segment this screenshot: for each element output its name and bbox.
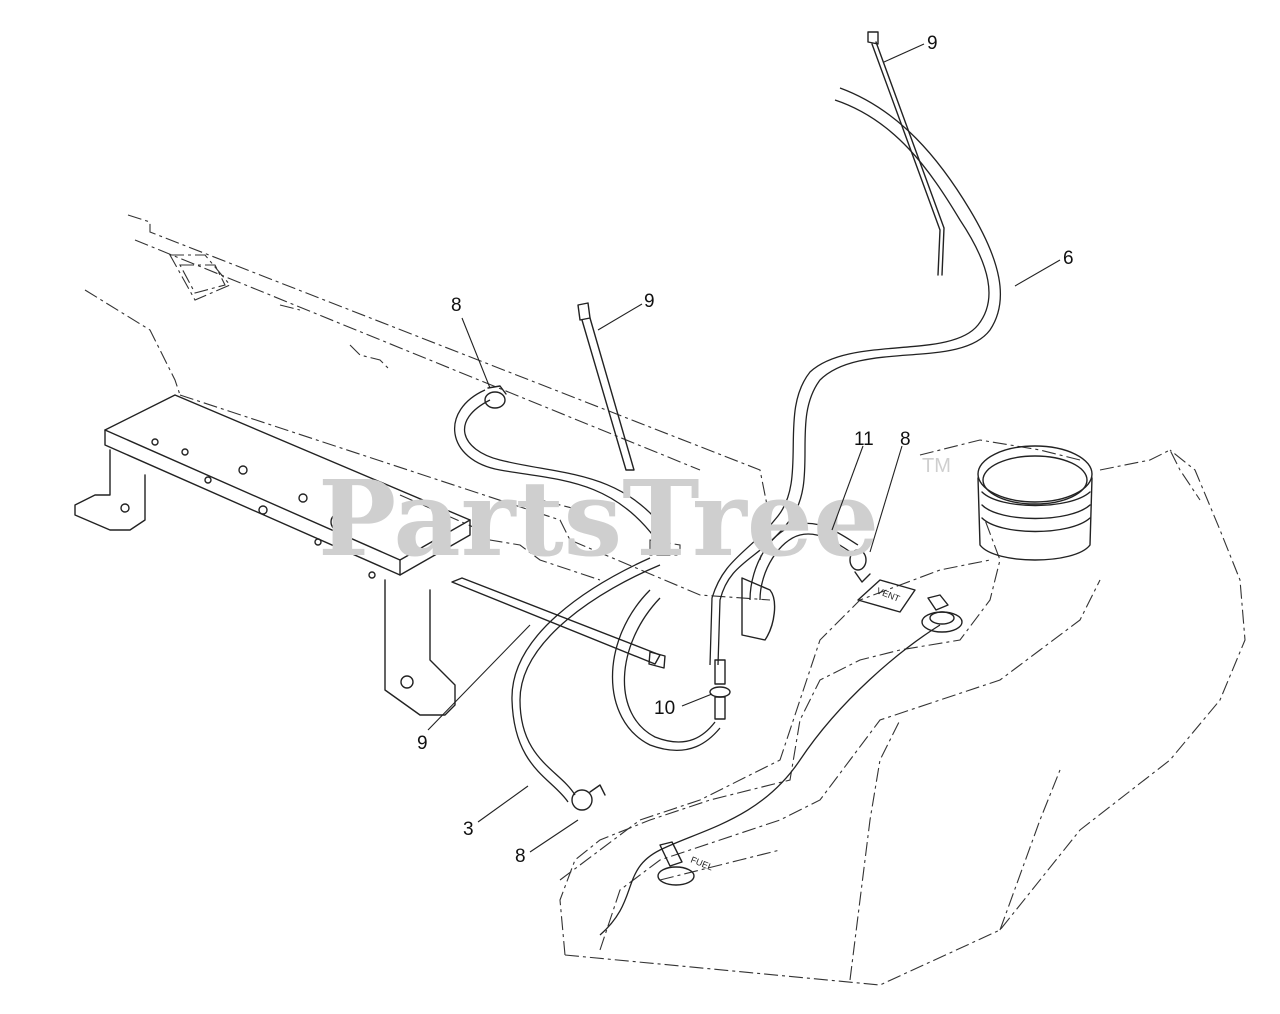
fuel-line: [599, 624, 941, 936]
cable-tie-lower: [451, 577, 666, 669]
hose-3: [511, 557, 661, 803]
hose-clamp-lower: [571, 784, 606, 811]
vent-label: VENT: [875, 586, 901, 604]
hose-upper-left: [453, 389, 666, 539]
leader-lines: [427, 43, 1061, 853]
callout-8-right: 8: [900, 429, 911, 450]
mounting-bracket: [74, 394, 471, 716]
callout-11: 11: [854, 429, 874, 450]
hose-clamp-right: [849, 549, 871, 583]
watermark-trademark: TM: [922, 455, 951, 477]
hose-lower: [612, 589, 721, 751]
inline-fitting: [709, 659, 731, 720]
callout-labels: 9 6 8 9 11 8 10 9 3 8: [417, 33, 1074, 867]
hose-clamp-upper: [484, 385, 507, 409]
callout-10: 10: [654, 698, 675, 719]
watermark-text: PartsTree: [318, 457, 879, 580]
callout-8-upper: 8: [451, 295, 462, 316]
vent-hose: [709, 87, 1002, 666]
hose-bracket: [741, 577, 776, 641]
callout-3: 3: [463, 819, 474, 840]
callout-9-top: 9: [927, 33, 938, 54]
callout-9-lower: 9: [417, 733, 428, 754]
cable-tie-top: [867, 31, 945, 276]
cable-tie-middle: [577, 302, 635, 471]
hose-11: [749, 522, 859, 601]
callout-8-lower: 8: [515, 846, 526, 867]
callout-9-middle: 9: [644, 291, 655, 312]
callout-6: 6: [1063, 248, 1074, 269]
